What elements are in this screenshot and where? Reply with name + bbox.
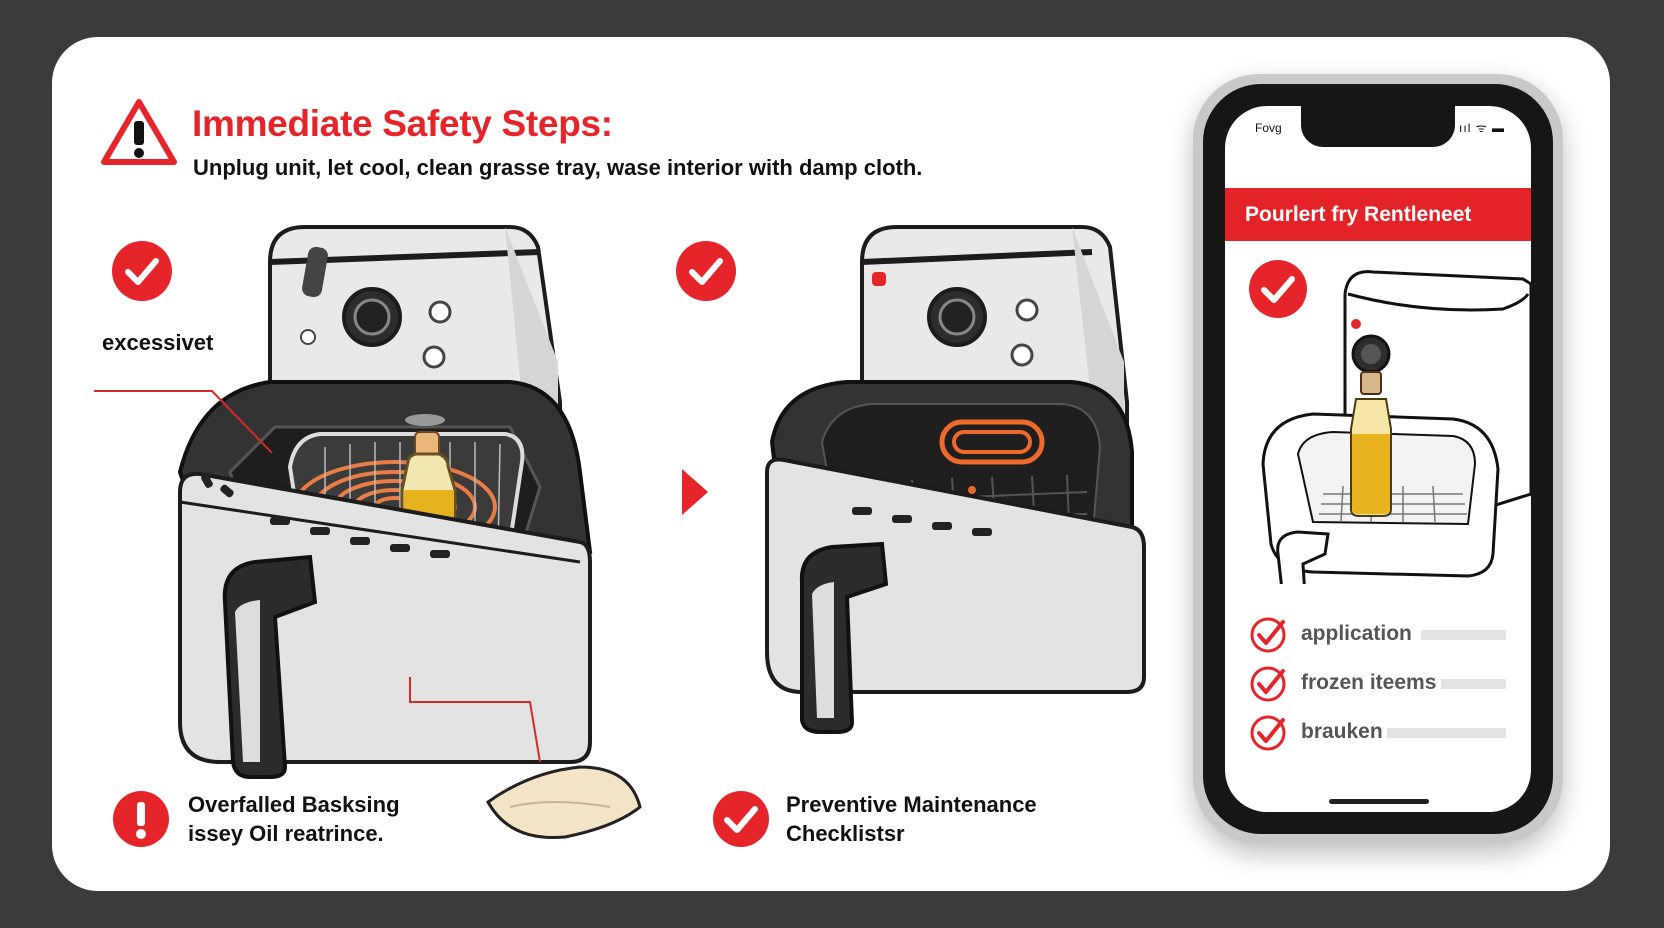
check-circle-icon <box>676 241 736 301</box>
caption-middle-line1: Preventive Maintenance <box>786 792 1037 817</box>
arrow-right-icon <box>682 469 708 515</box>
warning-triangle-icon <box>101 99 177 165</box>
air-fryer-oil-pour-illustration <box>1261 270 1531 584</box>
check-circle-icon <box>112 241 172 301</box>
page-subtitle: Unplug unit, let cool, clean grasse tray… <box>193 155 923 180</box>
checkbox-icon <box>1250 666 1286 702</box>
phone-screen: Fovg ııl ᯤ ▬ Pourlert fry Rentleneet <box>1225 106 1531 812</box>
caption-middle-line2: Checklistsr <box>786 821 905 846</box>
caption-left-line1: Overfalled Basksing <box>188 792 400 817</box>
callout-line <box>94 390 273 454</box>
checkbox-icon <box>1250 715 1286 751</box>
checklist-progress-line <box>1387 728 1506 738</box>
status-time: Fovg <box>1255 121 1282 135</box>
app-header-bar <box>1225 188 1531 241</box>
phone-notch <box>1301 106 1455 147</box>
checklist-label: application <box>1301 622 1412 645</box>
check-circle-icon <box>1249 260 1307 318</box>
checklist-label: brauken <box>1301 720 1383 743</box>
air-fryer-oil-illustration <box>177 225 642 840</box>
page-title: Immediate Safety Steps: <box>192 103 613 144</box>
infographic-card: Immediate Safety Steps: Unplug unit, let… <box>52 37 1610 891</box>
checklist-item[interactable]: brauken <box>1249 714 1509 754</box>
checkbox-icon <box>1250 617 1286 653</box>
checklist-progress-line <box>1421 630 1506 640</box>
checklist-item[interactable]: application <box>1249 616 1509 656</box>
air-fryer-debris-illustration <box>765 225 1146 734</box>
exclamation-circle-icon <box>113 791 169 847</box>
callout-label: excessivet <box>102 330 214 355</box>
checklist-label: frozen iteems <box>1301 671 1437 694</box>
checklist-item[interactable]: frozen iteems <box>1249 665 1509 705</box>
smartphone: Fovg ııl ᯤ ▬ Pourlert fry Rentleneet <box>1193 74 1563 844</box>
check-circle-icon <box>713 791 769 847</box>
home-indicator[interactable] <box>1329 799 1429 804</box>
checklist-progress-line <box>1441 679 1506 689</box>
status-indicators: ııl ᯤ ▬ <box>1459 121 1505 135</box>
app-title: Pourlert fry Rentleneet <box>1245 203 1472 226</box>
caption-left-line2: issey Oil reatrince. <box>188 821 384 846</box>
